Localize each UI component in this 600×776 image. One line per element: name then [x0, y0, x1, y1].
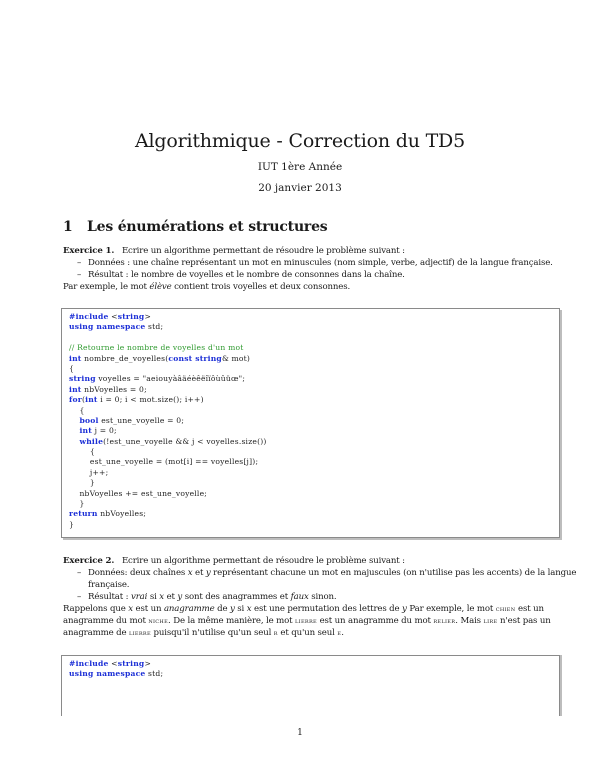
code-line: {: [69, 405, 85, 415]
code-line: #include <string>: [69, 659, 152, 668]
code-block-exercise1: #include <string>using namespace std; // …: [61, 308, 560, 538]
document-subtitle: IUT 1ère Année: [257, 161, 343, 173]
code-line: using namespace std;: [69, 669, 164, 679]
code-line: for(int i = 0; i < mot.size(); i++): [69, 395, 204, 405]
code-line: bool est_une_voyelle = 0;: [79, 415, 185, 425]
code-line: using namespace std;: [69, 322, 164, 332]
page-cutoff: [0, 716, 600, 737]
code-line: }: [69, 519, 75, 529]
code-line: return nbVoyelles;: [69, 509, 147, 519]
exercise2-label: Exercice 2.: [63, 556, 115, 566]
code-line: j++;: [69, 467, 109, 477]
code-line: {: [69, 363, 75, 373]
exercise1-label: Exercice 1.: [63, 246, 115, 256]
code-line: int j = 0;: [79, 426, 117, 436]
exercise2-item-data-cont: française.: [88, 580, 130, 590]
code-block-exercise2: #include <string>using namespace std;: [61, 655, 560, 716]
section-heading: 1 Les énumérations et structures: [63, 219, 328, 235]
code-line: int nbVoyelles = 0;: [69, 384, 147, 394]
anagram-paragraph-line2: anagramme du mot niche. De la même maniè…: [63, 616, 551, 626]
code-line: [69, 333, 559, 343]
code-line: // Retourne le nombre de voyelles d'un m…: [69, 343, 244, 353]
code-line: #include <string>: [69, 312, 152, 321]
exercise2-intro: Exercice 2. Ecrire un algorithme permett…: [63, 556, 405, 566]
exercise1-example: Par exemple, le mot élève contient trois…: [63, 282, 351, 292]
code-line: nbVoyelles += est_une_voyelle;: [69, 488, 208, 498]
code-line: }: [69, 478, 95, 488]
document-title: Algorithmique - Correction du TD5: [135, 130, 465, 152]
code-line: {: [69, 447, 95, 457]
anagram-paragraph-line3: anagramme de lierre puisqu'il n'utilise …: [63, 628, 344, 638]
section-number: 1: [63, 219, 73, 235]
exercise2-item-result: –Résultat : vrai si x et y sont des anag…: [77, 592, 337, 602]
exercise1-intro: Exercice 1. Ecrire un algorithme permett…: [63, 246, 405, 256]
exercise1-item-result: –Résultat : le nombre de voyelles et le …: [77, 270, 405, 280]
code-listing: #include <string>using namespace std;: [62, 656, 559, 680]
exercise1-item-data: –Données : une chaîne représentant un mo…: [77, 258, 553, 268]
anagram-paragraph-line1: Rappelons que x est un anagramme de y si…: [63, 604, 544, 614]
section-title: Les énumérations et structures: [87, 219, 328, 235]
document-date: 20 janvier 2013: [258, 182, 342, 194]
code-line: int nombre_de_voyelles(const string& mot…: [69, 353, 251, 363]
code-listing: #include <string>using namespace std; // …: [62, 309, 559, 530]
code-line: est_une_voyelle = (mot[i] == voyelles[j]…: [69, 457, 259, 467]
code-line: string voyelles = "aeiouyàâäéèêëîïôùûüœ"…: [69, 374, 246, 384]
code-line: }: [69, 499, 85, 509]
page-number: 1: [297, 728, 303, 738]
code-line: while(!est_une_voyelle && j < voyelles.s…: [79, 436, 267, 446]
exercise2-item-data: –Données: deux chaînes x et y représenta…: [77, 568, 577, 578]
